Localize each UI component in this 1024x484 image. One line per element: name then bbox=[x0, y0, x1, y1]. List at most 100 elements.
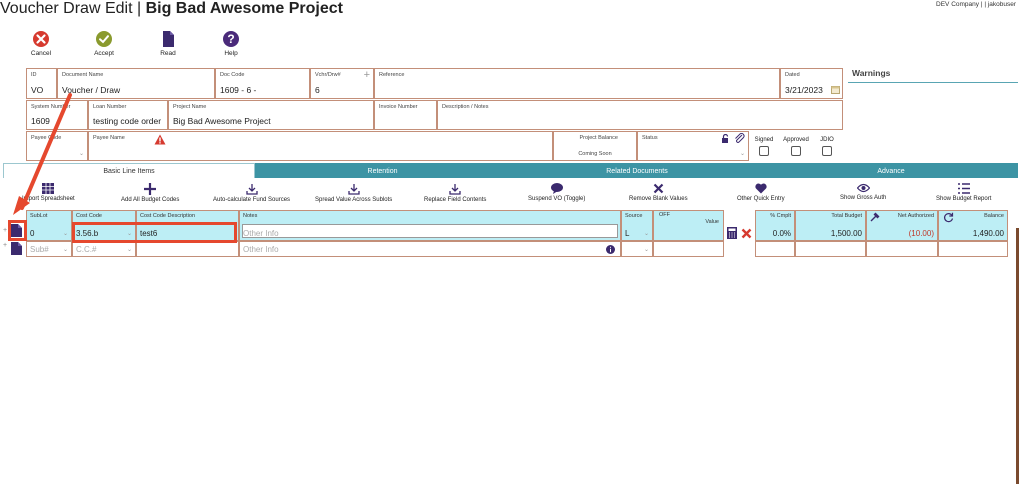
cost-code-description-cell[interactable]: Cost Code Description test6 bbox=[136, 210, 239, 241]
net-authorized-cell bbox=[866, 241, 938, 257]
description-notes-field[interactable]: Description / Notes bbox=[437, 100, 843, 130]
chevron-down-icon: ⌄ bbox=[78, 151, 84, 157]
percent-complete-cell[interactable] bbox=[755, 241, 795, 257]
reference-field[interactable]: Reference bbox=[374, 68, 780, 99]
value-cell[interactable]: OFF Value bbox=[653, 210, 724, 241]
signed-checkbox-group[interactable]: Signed bbox=[752, 137, 776, 156]
jdio-checkbox[interactable] bbox=[822, 146, 832, 156]
cost-code-value: 3.56.b bbox=[76, 229, 99, 238]
net-authorized-header: Net Authorized bbox=[897, 213, 934, 219]
sublot-header: SubLot bbox=[30, 213, 48, 219]
cost-code-cell[interactable]: Cost Code 3.56.b ⌄ bbox=[72, 210, 136, 241]
calculator-icon[interactable] bbox=[727, 227, 737, 239]
spread-value-across-sublots-button[interactable]: Spread Value Across Sublots bbox=[315, 183, 392, 203]
accept-button[interactable]: Accept bbox=[84, 30, 124, 57]
svg-text:?: ? bbox=[227, 32, 234, 46]
system-number-field[interactable]: System Number 1609 bbox=[26, 100, 88, 130]
project-name-label: Project Name bbox=[173, 104, 207, 110]
other-quick-entry-button[interactable]: Other Quick Entry bbox=[737, 183, 785, 202]
replace-field-contents-button[interactable]: Replace Field Contents bbox=[424, 183, 486, 203]
refresh-icon[interactable] bbox=[943, 212, 954, 223]
document-name-value: Voucher / Draw bbox=[62, 85, 121, 95]
balance-cell bbox=[938, 241, 1008, 257]
import-spreadsheet-button[interactable]: Import Spreadsheet bbox=[22, 183, 75, 202]
add-row-icon[interactable]: + bbox=[3, 227, 8, 234]
voucher-draw-number-label: Vchr/Drw# bbox=[315, 72, 341, 78]
import-spreadsheet-label: Import Spreadsheet bbox=[22, 196, 75, 202]
cost-code-cell[interactable]: C.C.# ⌄ bbox=[72, 241, 136, 257]
page-title-prefix: Voucher Draw Edit | bbox=[0, 0, 146, 17]
dated-field[interactable]: Dated 3/21/2023 bbox=[780, 68, 843, 99]
cost-code-description-cell[interactable] bbox=[136, 241, 239, 257]
document-icon[interactable] bbox=[11, 224, 22, 237]
unlock-icon[interactable] bbox=[721, 134, 730, 143]
eye-icon bbox=[856, 183, 870, 193]
help-button[interactable]: ? Help bbox=[211, 30, 251, 57]
total-budget-cell bbox=[795, 241, 866, 257]
notes-cell[interactable]: Other Info bbox=[239, 241, 621, 257]
cancel-icon bbox=[33, 31, 49, 47]
show-gross-auth-button[interactable]: Show Gross Auth bbox=[840, 183, 886, 201]
vertical-scrollbar[interactable] bbox=[1016, 228, 1019, 484]
sublot-cell[interactable]: SubLot 0 ⌄ bbox=[26, 210, 72, 241]
cost-code-placeholder: C.C.# bbox=[76, 245, 97, 254]
show-budget-report-label: Show Budget Report bbox=[936, 196, 992, 202]
payee-name-field[interactable]: Payee Name bbox=[88, 131, 553, 161]
source-cell[interactable]: ⌄ bbox=[621, 241, 653, 257]
add-all-budget-codes-button[interactable]: Add All Budget Codes bbox=[121, 183, 179, 203]
approved-checkbox-group[interactable]: Approved bbox=[780, 137, 812, 156]
doc-code-field[interactable]: Doc Code 1609 - 6 - bbox=[215, 68, 310, 99]
chevron-down-icon: ⌄ bbox=[739, 151, 745, 157]
id-field[interactable]: ID VO bbox=[26, 68, 57, 99]
tab-basic-line-items[interactable]: Basic Line Items bbox=[3, 163, 255, 178]
check-icon bbox=[96, 31, 112, 47]
jdio-checkbox-group[interactable]: JDIO bbox=[815, 137, 839, 156]
sublot-value: 0 bbox=[30, 229, 35, 238]
annotation-highlight-cost-code bbox=[72, 222, 237, 243]
status-label: Status bbox=[642, 135, 658, 141]
sublot-cell[interactable]: Sub# ⌄ bbox=[26, 241, 72, 257]
notes-input[interactable] bbox=[242, 224, 618, 238]
payee-code-field[interactable]: Payee Code ⌄ bbox=[26, 131, 88, 161]
off-header: OFF bbox=[659, 212, 670, 218]
source-cell[interactable]: Source L ⌄ bbox=[621, 210, 653, 241]
percent-complete-cell[interactable]: % Cmplt 0.0% bbox=[755, 210, 795, 241]
chevron-down-icon: ⌄ bbox=[643, 247, 649, 253]
net-authorized-cell: Net Authorized (10.00) bbox=[866, 210, 938, 241]
calendar-icon[interactable] bbox=[831, 85, 840, 94]
chevron-down-icon: ⌄ bbox=[126, 231, 132, 237]
auto-calculate-fund-sources-button[interactable]: Auto-calculate Fund Sources bbox=[213, 183, 290, 203]
gavel-icon[interactable] bbox=[870, 212, 880, 222]
info-icon[interactable] bbox=[606, 245, 615, 254]
approved-checkbox[interactable] bbox=[791, 146, 801, 156]
cost-code-description-header: Cost Code Description bbox=[140, 213, 196, 219]
cancel-button[interactable]: Cancel bbox=[21, 30, 61, 57]
invoice-number-field[interactable]: Invoice Number bbox=[374, 100, 437, 130]
sublot-placeholder: Sub# bbox=[30, 245, 49, 254]
voucher-draw-number-field[interactable]: Vchr/Drw# 6 + bbox=[310, 68, 374, 99]
status-field[interactable]: Status ⌄ bbox=[637, 131, 749, 161]
add-row-icon[interactable]: + bbox=[3, 242, 8, 249]
remove-blank-values-button[interactable]: Remove Blank Values bbox=[629, 183, 688, 202]
document-icon[interactable] bbox=[11, 242, 22, 255]
warnings-header: Warnings bbox=[848, 66, 1018, 83]
tab-advance[interactable]: Advance bbox=[764, 163, 1018, 178]
notes-cell[interactable]: Notes Other Info bbox=[239, 210, 621, 241]
signed-checkbox[interactable] bbox=[759, 146, 769, 156]
jdio-label: JDIO bbox=[820, 137, 834, 143]
delete-icon[interactable] bbox=[741, 228, 752, 239]
document-name-field[interactable]: Document Name Voucher / Draw bbox=[57, 68, 215, 99]
loan-number-label: Loan Number bbox=[93, 104, 127, 110]
add-icon[interactable]: + bbox=[363, 69, 370, 81]
tab-retention[interactable]: Retention bbox=[255, 163, 510, 178]
loan-number-field[interactable]: Loan Number testing code order bbox=[88, 100, 168, 130]
read-button[interactable]: Read bbox=[148, 30, 188, 57]
company-user-label: DEV Company | | jakobuser bbox=[936, 1, 1016, 8]
show-budget-report-button[interactable]: Show Budget Report bbox=[936, 183, 991, 202]
suspend-vo-toggle-button[interactable]: Suspend VO (Toggle) bbox=[528, 183, 585, 202]
value-cell[interactable] bbox=[653, 241, 724, 257]
paperclip-icon[interactable] bbox=[734, 133, 745, 144]
tab-related-documents[interactable]: Related Documents bbox=[510, 163, 764, 178]
show-gross-auth-label: Show Gross Auth bbox=[840, 195, 887, 201]
project-name-field[interactable]: Project Name Big Bad Awesome Project bbox=[168, 100, 374, 130]
